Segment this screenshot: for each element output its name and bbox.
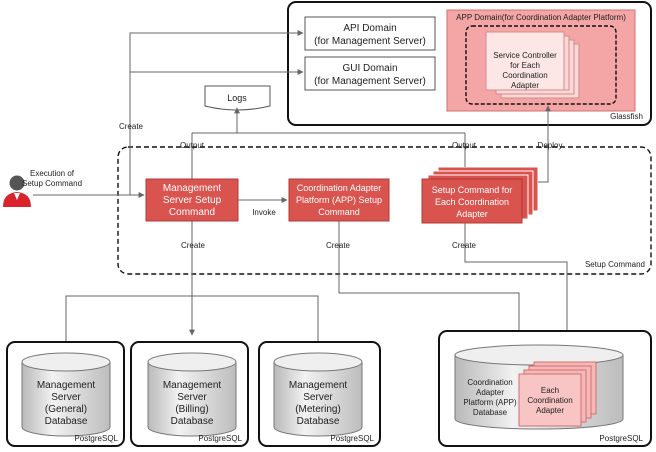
app-setup-line-2: Platform (APP) Setup: [296, 195, 382, 205]
db-app-line-1: Coordination: [467, 378, 512, 387]
db-metering-line-4: Database: [297, 416, 340, 427]
db-general-line-4: Database: [45, 416, 88, 427]
gui-domain-box: GUI Domain (for Management Server): [304, 56, 436, 91]
gui-domain-line-2: (for Management Server): [314, 76, 426, 87]
each-setup-line-2: Each Coordination: [435, 197, 509, 207]
db-metering-container: Management Server (Metering) Database Po…: [258, 341, 381, 447]
mgmt-setup-line-3: Command: [169, 207, 215, 218]
db-app-postgresql: PostgreSQL: [599, 434, 643, 443]
user-icon: [3, 175, 31, 207]
glassfish-label: Glassfish: [610, 112, 643, 121]
logs-box: Logs: [204, 85, 271, 111]
connectors: [33, 30, 570, 379]
output-label-right: Output: [452, 141, 477, 150]
service-controller-box: Service Controller for Each Coordination…: [493, 51, 557, 90]
db-app-line-4: Database: [473, 408, 508, 417]
db-metering-line-3: (Metering): [295, 404, 341, 415]
db-general-postgresql: PostgreSQL: [74, 434, 118, 443]
db-billing-line-4: Database: [171, 416, 214, 427]
db-app-line-2: Adapter: [476, 388, 504, 397]
db-billing-line-2: Server: [177, 392, 207, 403]
service-controller-line-1: Service Controller: [493, 51, 557, 60]
logs-label: Logs: [227, 93, 247, 103]
mgmt-setup-line-2: Server Setup: [163, 195, 222, 206]
mgmt-setup-line-1: Management: [163, 183, 222, 194]
db-metering-line-1: Management: [289, 380, 348, 391]
app-domain-box: APP Domain(for Coordination Adapter Plat…: [446, 9, 636, 112]
each-setup-line-3: Adapter: [456, 209, 488, 219]
db-adapter-line-3: Adapter: [536, 406, 564, 415]
db-general-line-3: (General): [45, 404, 87, 415]
app-setup-line-1: Coordination Adapter: [297, 183, 382, 193]
create-label-each: Create: [452, 241, 477, 250]
invoke-label: Invoke: [252, 208, 276, 217]
db-general-container: Management Server (General) Database Pos…: [6, 341, 125, 447]
execution-label-line-1: Execution of: [30, 169, 75, 178]
db-app-container: Coordination Adapter Platform (APP) Data…: [438, 330, 652, 447]
management-setup-command-box: Management Server Setup Command: [145, 178, 239, 222]
db-general-line-1: Management: [37, 380, 96, 391]
db-adapter-line-1: Each: [541, 386, 559, 395]
service-controller-line-4: Adapter: [511, 81, 539, 90]
app-setup-command-box: Coordination Adapter Platform (APP) Setu…: [288, 178, 390, 222]
db-billing-line-3: (Billing): [175, 404, 208, 415]
app-setup-line-3: Command: [318, 207, 360, 217]
create-label-domains: Create: [119, 122, 144, 131]
db-metering-line-2: Server: [303, 392, 333, 403]
create-label-app: Create: [326, 241, 351, 250]
db-app-line-3: Platform (APP): [463, 398, 517, 407]
db-adapter-line-2: Coordination: [527, 396, 572, 405]
setup-command-label: Setup Command: [585, 260, 645, 269]
service-controller-line-3: Coordination: [502, 71, 547, 80]
setup-command-region: Setup Command: [117, 146, 652, 275]
output-label-left: Output: [180, 141, 205, 150]
db-billing-postgresql: PostgreSQL: [198, 434, 242, 443]
db-metering-postgresql: PostgreSQL: [330, 434, 374, 443]
db-billing-line-1: Management: [163, 380, 222, 391]
api-domain-line-2: (for Management Server): [314, 36, 426, 47]
app-domain-label: APP Domain(for Coordination Adapter Plat…: [456, 13, 626, 22]
deploy-label: Deploy: [538, 141, 563, 150]
service-controller-line-2: for Each: [510, 61, 540, 70]
create-label-mgmt: Create: [181, 241, 206, 250]
db-general-line-2: Server: [51, 392, 81, 403]
db-billing-container: Management Server (Billing) Database Pos…: [130, 341, 249, 447]
each-setup-line-1: Setup Command for: [432, 185, 513, 195]
gui-domain-line-1: GUI Domain: [342, 63, 397, 74]
each-adapter-setup-command-box: Setup Command for Each Coordination Adap…: [421, 166, 539, 224]
execution-label-line-2: Setup Command: [22, 179, 82, 188]
api-domain-box: API Domain (for Management Server): [304, 16, 436, 51]
api-domain-line-1: API Domain: [343, 23, 396, 34]
